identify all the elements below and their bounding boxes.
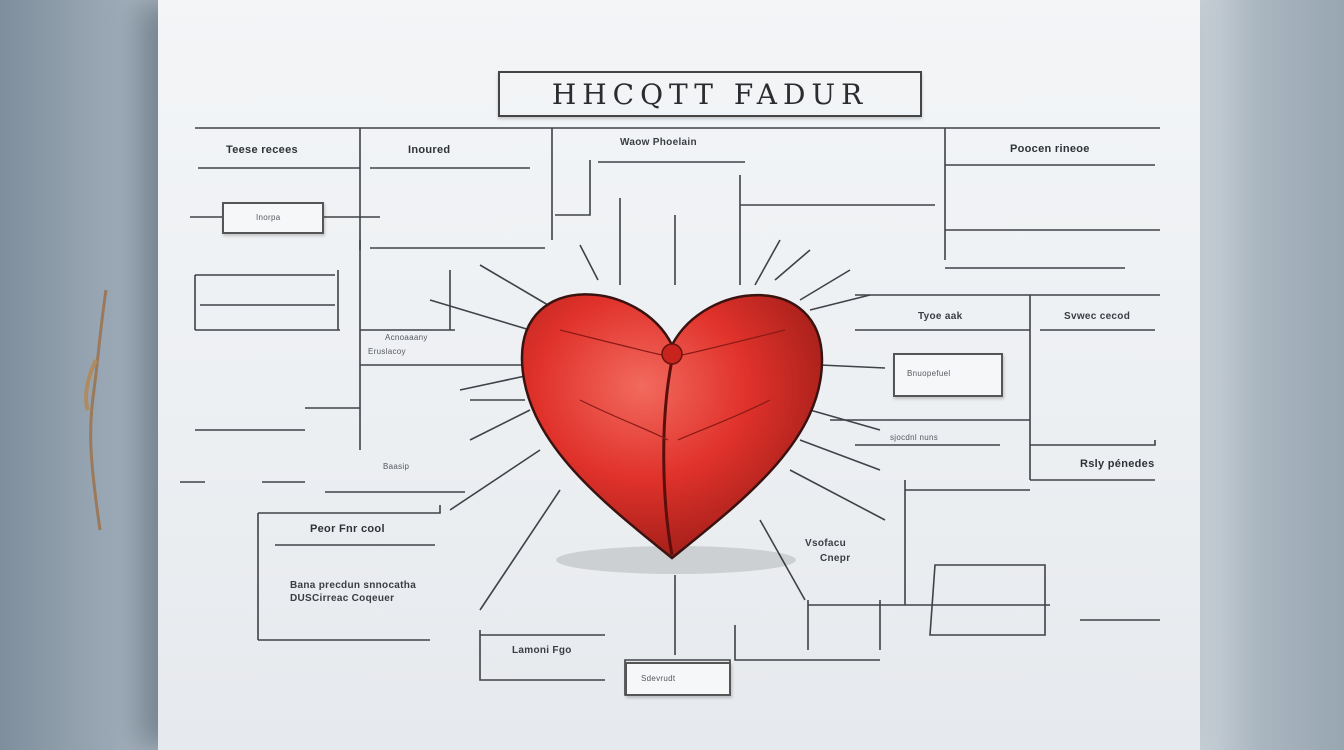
label-poocen-rineoe: Poocen rineoe [1010,143,1090,155]
label-teese-recees: Teese recees [226,144,298,156]
label-duscirreac: DUSCirreac Coqeuer [290,593,395,604]
label-bana-precdun: Bana precdun snnocatha [290,580,417,591]
label-waow-phoelain: Waow Phoelain [620,137,697,148]
label-box-inorpa: Inorpa [222,202,324,234]
title-box: HHCQTT FADUR [498,71,922,117]
box-label: Inorpa [256,213,281,222]
label-baasip: Baasip [383,462,410,471]
label-box-sdevrudt: Sdevrudt [625,662,731,696]
label-box-bnuopefuel: Bnuopefuel [893,353,1003,397]
label-sjocdnl-nuns: sjocdnl nuns [890,433,939,442]
label-svwec-cecod: Svwec cecod [1064,311,1131,322]
label-tyoe-aak: Tyoe aak [918,311,963,322]
label-lamoni-fgo: Lamoni Fgo [512,645,572,656]
label-acnoaaany: Acnoaaany [385,333,428,342]
label-vsofacu: Vsofacu [805,538,847,549]
label-eruslacoy: Eruslacoy [368,347,406,356]
wall-right [1200,0,1344,750]
box-label: Sdevrudt [641,674,676,683]
twig-decoration [84,290,108,530]
label-cnepr: Cnepr [820,553,851,564]
label-rsly-penedes: Rsly pénedes [1080,458,1155,470]
label-inoured: Inoured [408,144,451,156]
box-label: Bnuopefuel [907,369,951,378]
diagram-title: HHCQTT FADUR [551,77,869,111]
label-peor-fnr-cool: Peor Fnr cool [310,523,385,535]
